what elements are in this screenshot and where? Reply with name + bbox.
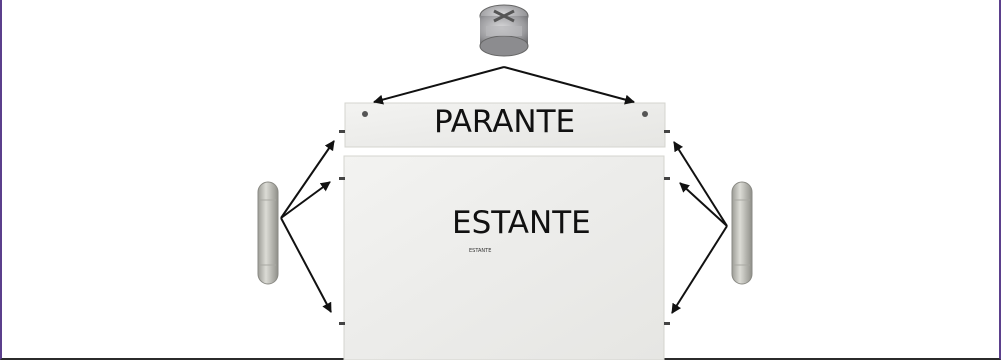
right-dowel-arrows xyxy=(671,141,728,314)
estante-board xyxy=(343,155,665,360)
small-tag-label: ESTANTE xyxy=(469,248,492,254)
parante-board xyxy=(344,102,666,148)
cam-hole-left xyxy=(362,111,368,117)
wooden-dowel-icon xyxy=(731,181,753,285)
estante-label: ESTANTE xyxy=(452,205,591,241)
left-dowel-arrows xyxy=(280,140,335,313)
wooden-dowel-icon xyxy=(257,181,279,285)
cam-hole-right xyxy=(642,111,648,117)
edge-hole-markers xyxy=(339,130,670,325)
cam-lock-fitting-icon xyxy=(479,4,529,57)
parante-label: PARANTE xyxy=(434,104,576,140)
cam-arrows xyxy=(373,66,635,105)
